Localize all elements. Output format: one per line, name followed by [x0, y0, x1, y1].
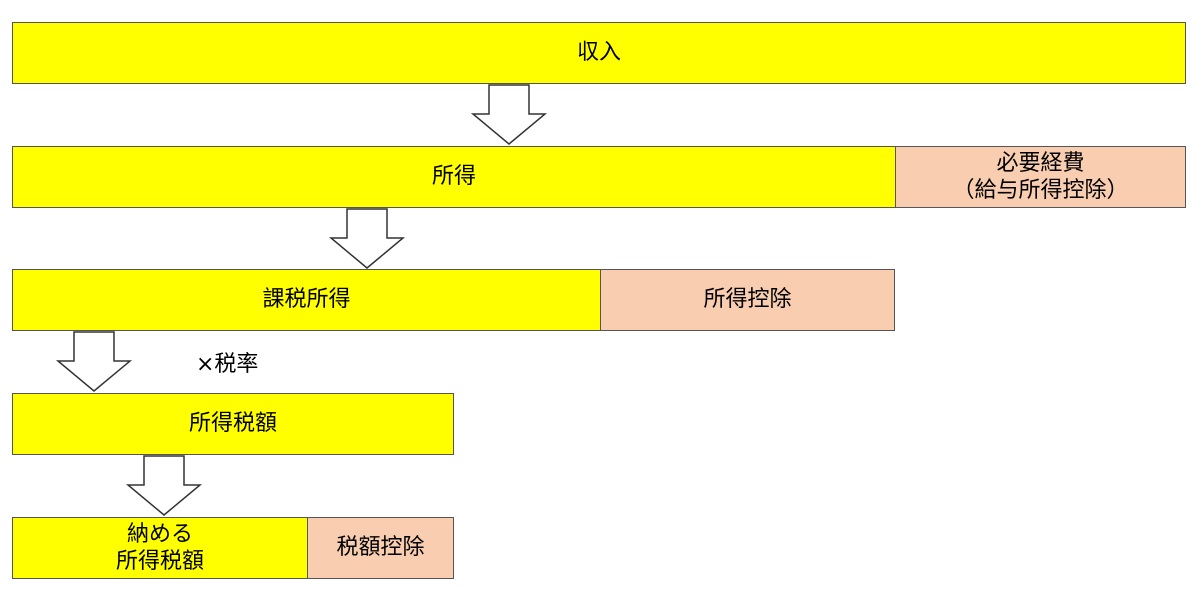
tax-rate-note: ×税率 — [196, 352, 259, 377]
income-box: 収入 — [12, 22, 1186, 84]
shotoku-box: 所得 — [12, 146, 896, 208]
down-arrow-icon — [125, 455, 203, 516]
payable-tax-box: 納める 所得税額 — [12, 517, 308, 579]
down-arrow-icon — [328, 208, 406, 269]
necessary-expenses-box: 必要経費 （給与所得控除） — [895, 146, 1186, 208]
down-arrow-icon — [470, 84, 548, 145]
income-deduction-box: 所得控除 — [600, 269, 895, 331]
income-tax-amount-box: 所得税額 — [12, 393, 454, 455]
taxable-income-box: 課税所得 — [12, 269, 601, 331]
down-arrow-icon — [55, 331, 133, 392]
tax-credit-box: 税額控除 — [307, 517, 454, 579]
